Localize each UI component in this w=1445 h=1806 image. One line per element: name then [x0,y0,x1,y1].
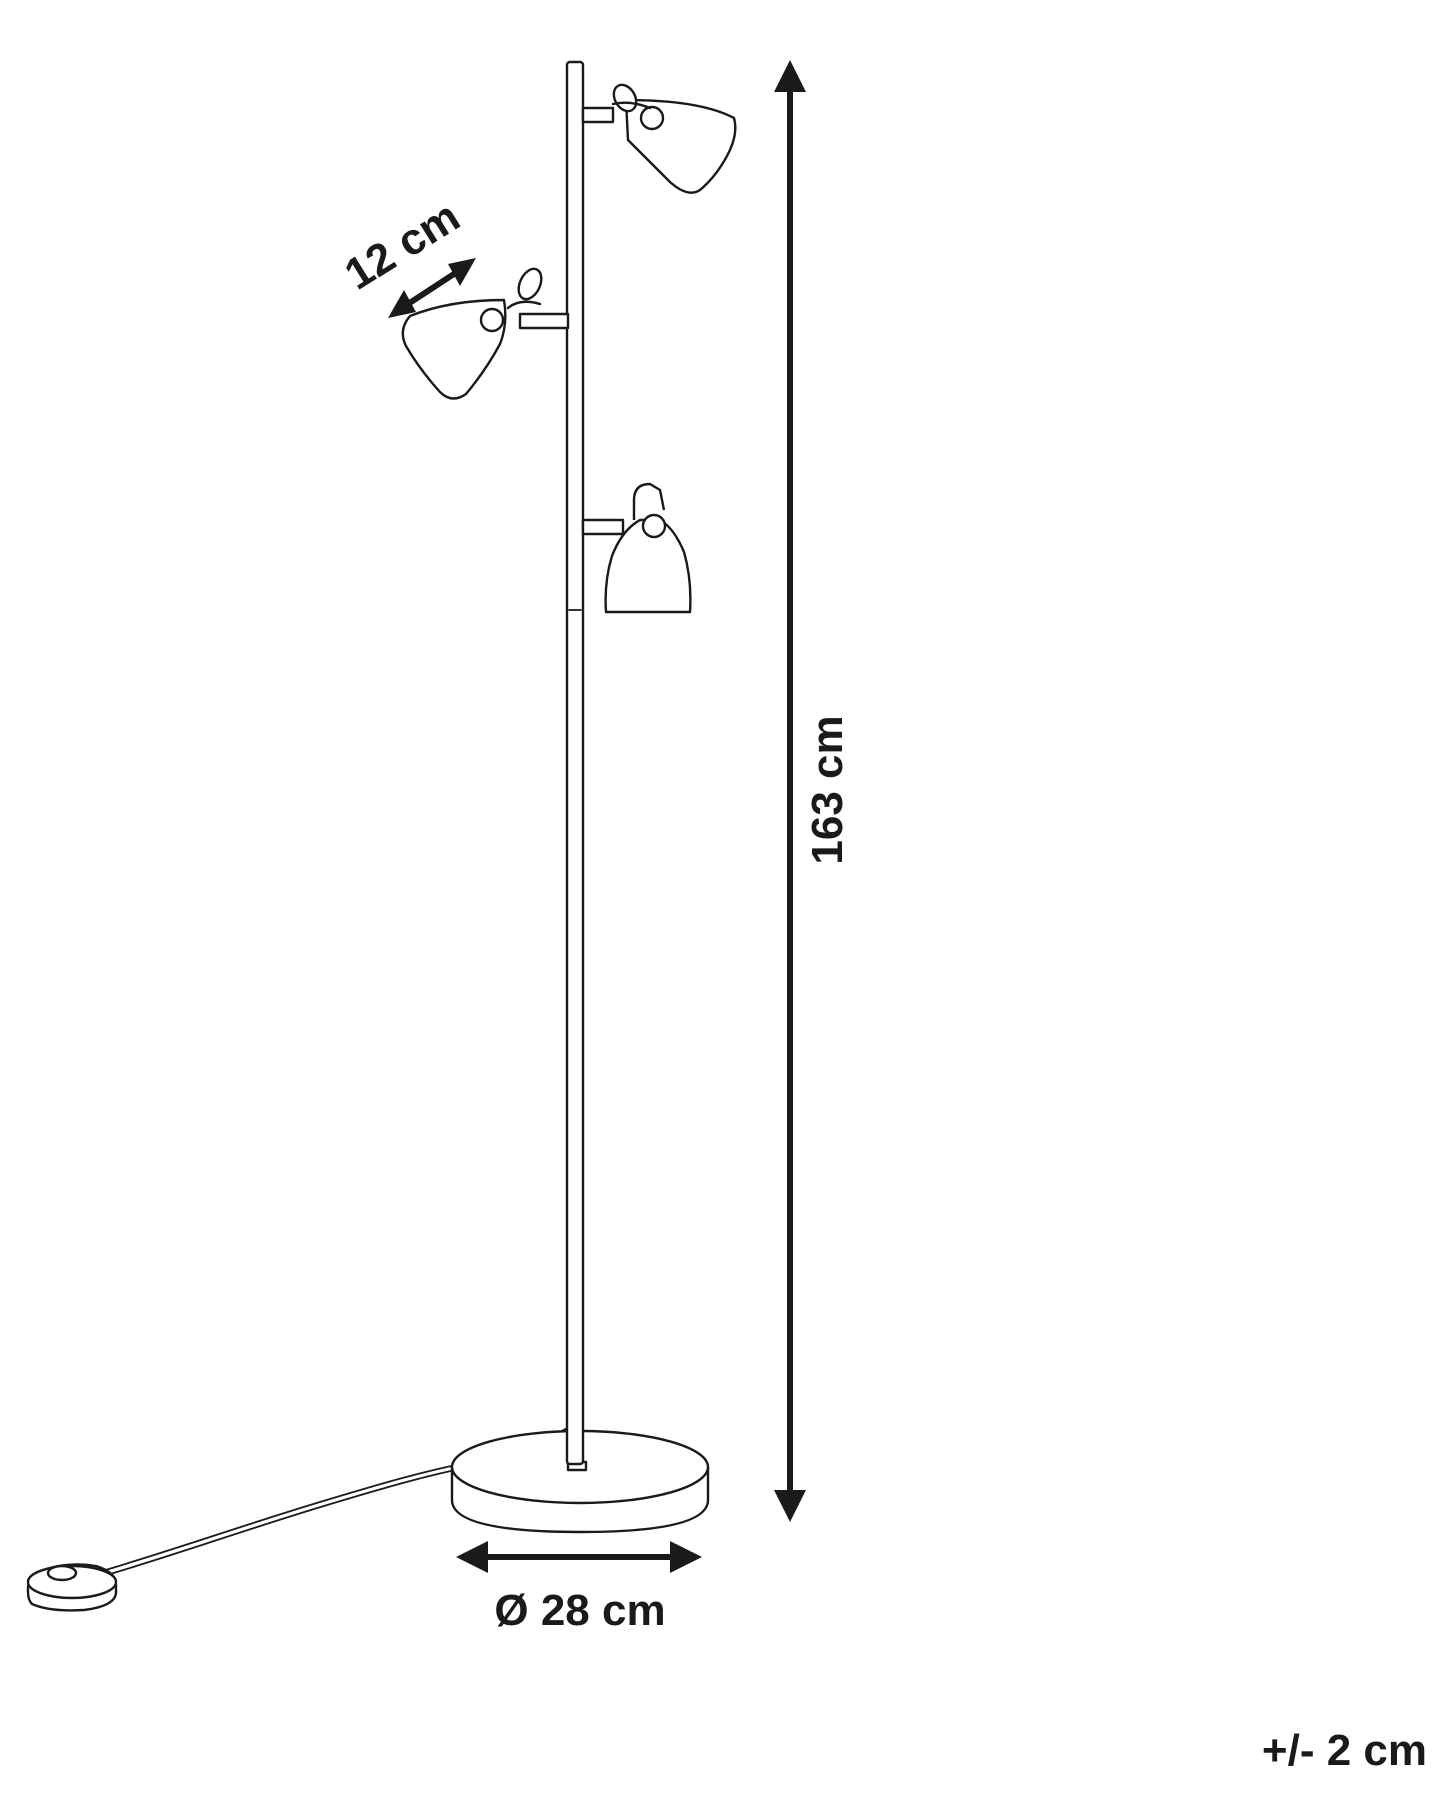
height-label: 163 cm [803,715,852,864]
lower-lamp-shade [581,482,692,614]
lamp-pole [565,60,585,1466]
height-dimension: 163 cm [774,60,852,1522]
base-diameter-label: Ø 28 cm [494,1586,665,1635]
foot-switch [26,1563,118,1612]
base-diameter-dimension: Ø 28 cm [456,1541,702,1635]
shade-length-dimension: 12 cm [336,192,476,318]
shade-length-label: 12 cm [336,192,468,300]
lamp-base [450,1429,710,1534]
middle-lamp-shade [401,267,570,400]
top-lamp-shade [581,83,737,194]
tolerance-note: +/- 2 cm [1261,1726,1427,1775]
